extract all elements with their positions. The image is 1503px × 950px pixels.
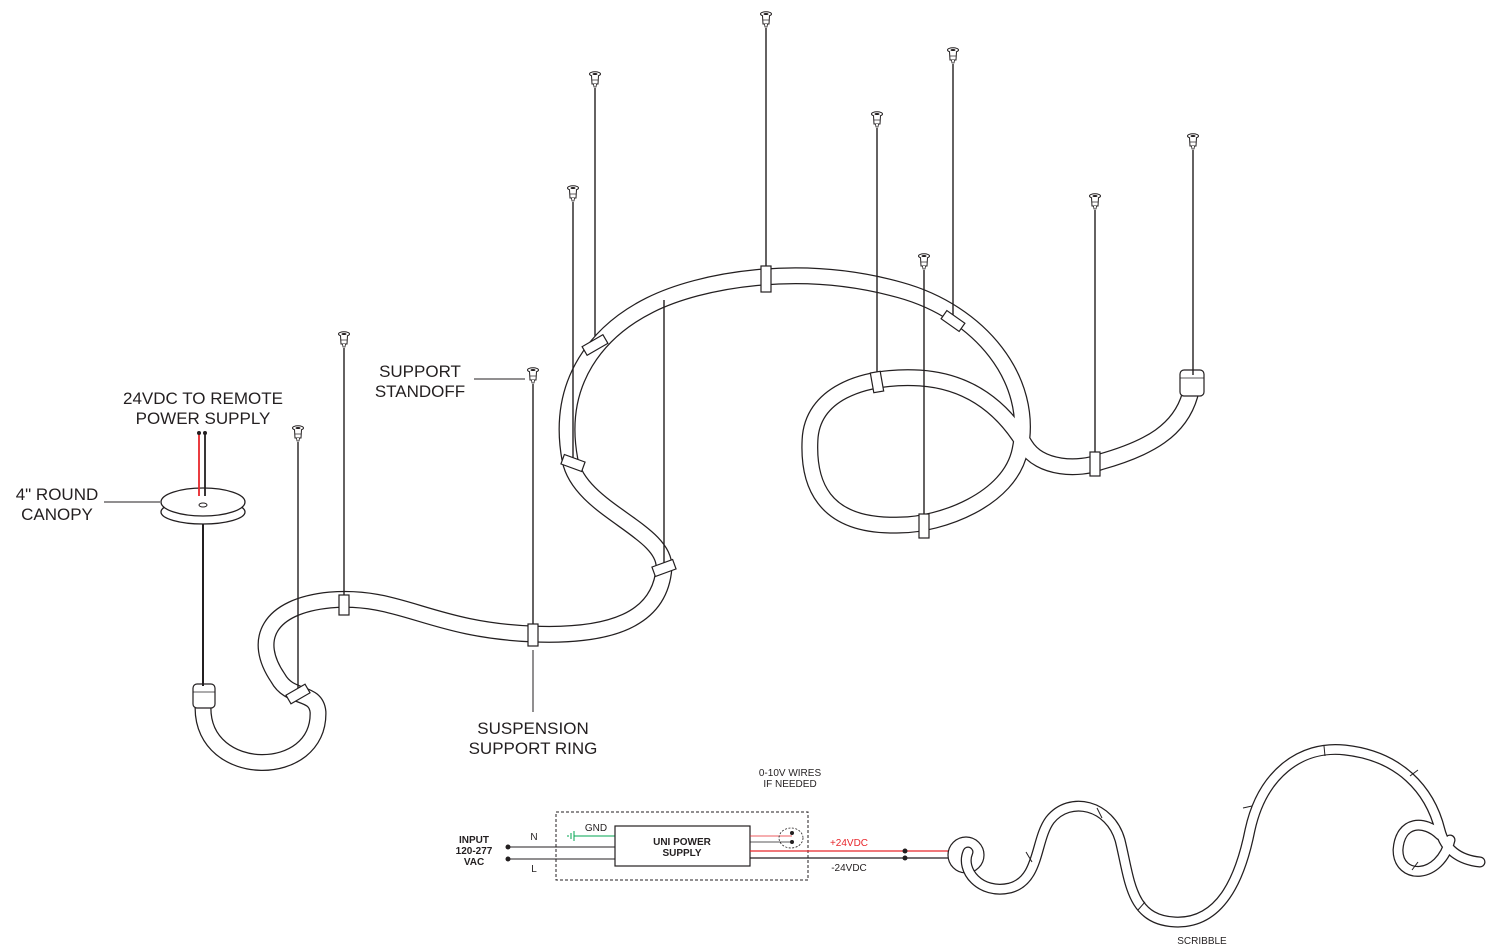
scribble-tube [194, 267, 1199, 771]
callout-lines [104, 378, 534, 712]
positive-output-label: +24VDC [830, 838, 868, 849]
wiring-diagram: INPUT 120-277 VAC N L GND UNI POWER SUPP… [456, 768, 958, 881]
tube-end-cap-right [1179, 369, 1205, 397]
support-ring-label-line2: SUPPORT RING [469, 739, 598, 758]
line-label: L [531, 864, 537, 875]
neutral-label: N [530, 832, 537, 843]
scribble-fixture-side-view [947, 743, 1486, 928]
input-label-line2: 120-277 [456, 846, 493, 857]
canopy-label-line1: 4" ROUND [16, 485, 99, 504]
dim-wires-label-line1: 0-10V WIRES [759, 768, 822, 779]
ground-label: GND [585, 823, 607, 834]
remote-supply-label-line1: 24VDC TO REMOTE [123, 389, 283, 408]
uni-power-supply [614, 825, 751, 867]
standoff-label-line2: STANDOFF [375, 382, 465, 401]
power-supply-enclosure [555, 811, 809, 881]
dim-wires-label-line2: IF NEEDED [763, 779, 816, 790]
remote-supply-label-line2: POWER SUPPLY [136, 409, 271, 428]
suspension-cables [297, 28, 1194, 690]
psu-label-line2: SUPPLY [662, 848, 701, 859]
round-canopy [160, 431, 246, 525]
psu-label-line1: UNI POWER [653, 837, 712, 848]
canopy-label-line2: CANOPY [21, 505, 93, 524]
negative-output-label: -24VDC [831, 863, 867, 874]
input-label-line3: VAC [464, 857, 484, 868]
tube-end-cap-left [192, 683, 216, 709]
input-label-line1: INPUT [459, 835, 489, 846]
suspension-support-rings [285, 265, 1101, 705]
fixture-name-label: SCRIBBLE [1177, 936, 1227, 947]
support-ring-label-line1: SUSPENSION [477, 719, 588, 738]
standoff-label-line1: SUPPORT [379, 362, 461, 381]
